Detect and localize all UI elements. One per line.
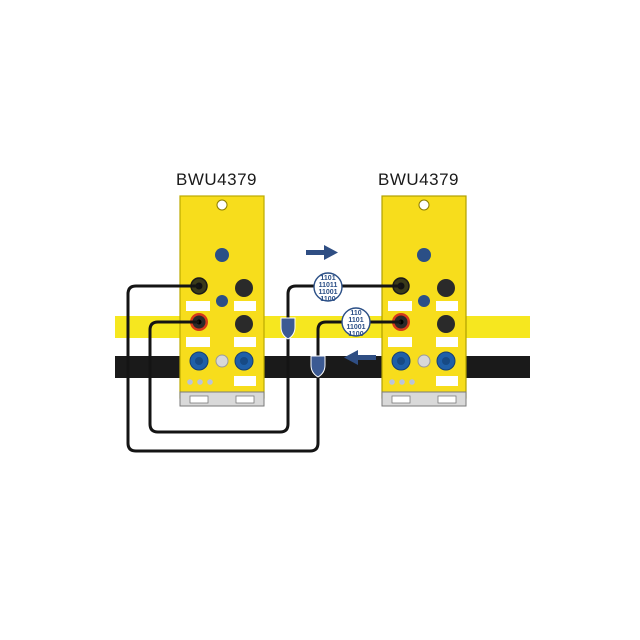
foot-slot: [437, 395, 457, 404]
led-icon: [389, 379, 395, 385]
label-window: [388, 337, 412, 347]
wire-x0-to-x1: [126, 284, 401, 453]
port-pin-icon: [397, 357, 405, 365]
data-bits-line: 1100: [348, 331, 363, 338]
io-module-left: [179, 195, 265, 407]
binary-data-icon: 110 1101 11001 1100: [341, 307, 371, 338]
io-module-right: [381, 195, 467, 407]
port-dark: [235, 315, 253, 333]
label-window: [388, 301, 412, 311]
data-bits-line: 110: [350, 310, 361, 317]
label-window: [234, 337, 256, 347]
port-dark: [437, 279, 455, 297]
binary-data-icon: 1101 11011 11001 1100: [313, 272, 343, 303]
arrow-right-icon: [306, 245, 338, 260]
led-icon: [409, 379, 415, 385]
label-window: [436, 301, 458, 311]
device-label-right: BWU4379: [378, 170, 459, 189]
data-bits-line: 1101: [320, 275, 335, 282]
connector-cap-icon: [417, 248, 431, 262]
data-bits-line: 1101: [348, 317, 363, 324]
device-label-left: BWU4379: [176, 170, 257, 189]
data-bits-line: 1100: [320, 296, 335, 303]
port-dark: [437, 315, 455, 333]
status-led-icon: [216, 295, 228, 307]
connector-cap-icon: [215, 248, 229, 262]
mounting-hole-top: [216, 199, 228, 211]
label-window: [234, 301, 256, 311]
port-grey: [215, 354, 229, 368]
wire-x1-to-x0: [148, 284, 401, 434]
data-bits-line: 11011: [319, 282, 338, 289]
arrow-left-icon: [344, 350, 376, 365]
label-window: [234, 376, 256, 386]
led-icon: [197, 379, 203, 385]
label-window: [186, 301, 210, 311]
label-window: [186, 337, 210, 347]
yellow-bus-cable: [115, 316, 530, 338]
led-icon: [187, 379, 193, 385]
port-dark: [235, 279, 253, 297]
data-bits-line: 11001: [318, 289, 337, 296]
foot-slot: [235, 395, 255, 404]
port-pin-icon: [195, 357, 203, 365]
foot-slot: [189, 395, 209, 404]
foot-slot: [391, 395, 411, 404]
status-led-icon: [418, 295, 430, 307]
mounting-hole-top: [418, 199, 430, 211]
port-grey: [417, 354, 431, 368]
led-icon: [399, 379, 405, 385]
connection-wires: [126, 284, 401, 453]
label-window: [436, 337, 458, 347]
shield-icon: [310, 355, 326, 378]
port-pin-icon: [240, 357, 248, 365]
data-bits-line: 11001: [346, 324, 365, 331]
port-pin-icon: [442, 357, 450, 365]
shield-icon: [280, 317, 296, 340]
led-icon: [207, 379, 213, 385]
label-window: [436, 376, 458, 386]
